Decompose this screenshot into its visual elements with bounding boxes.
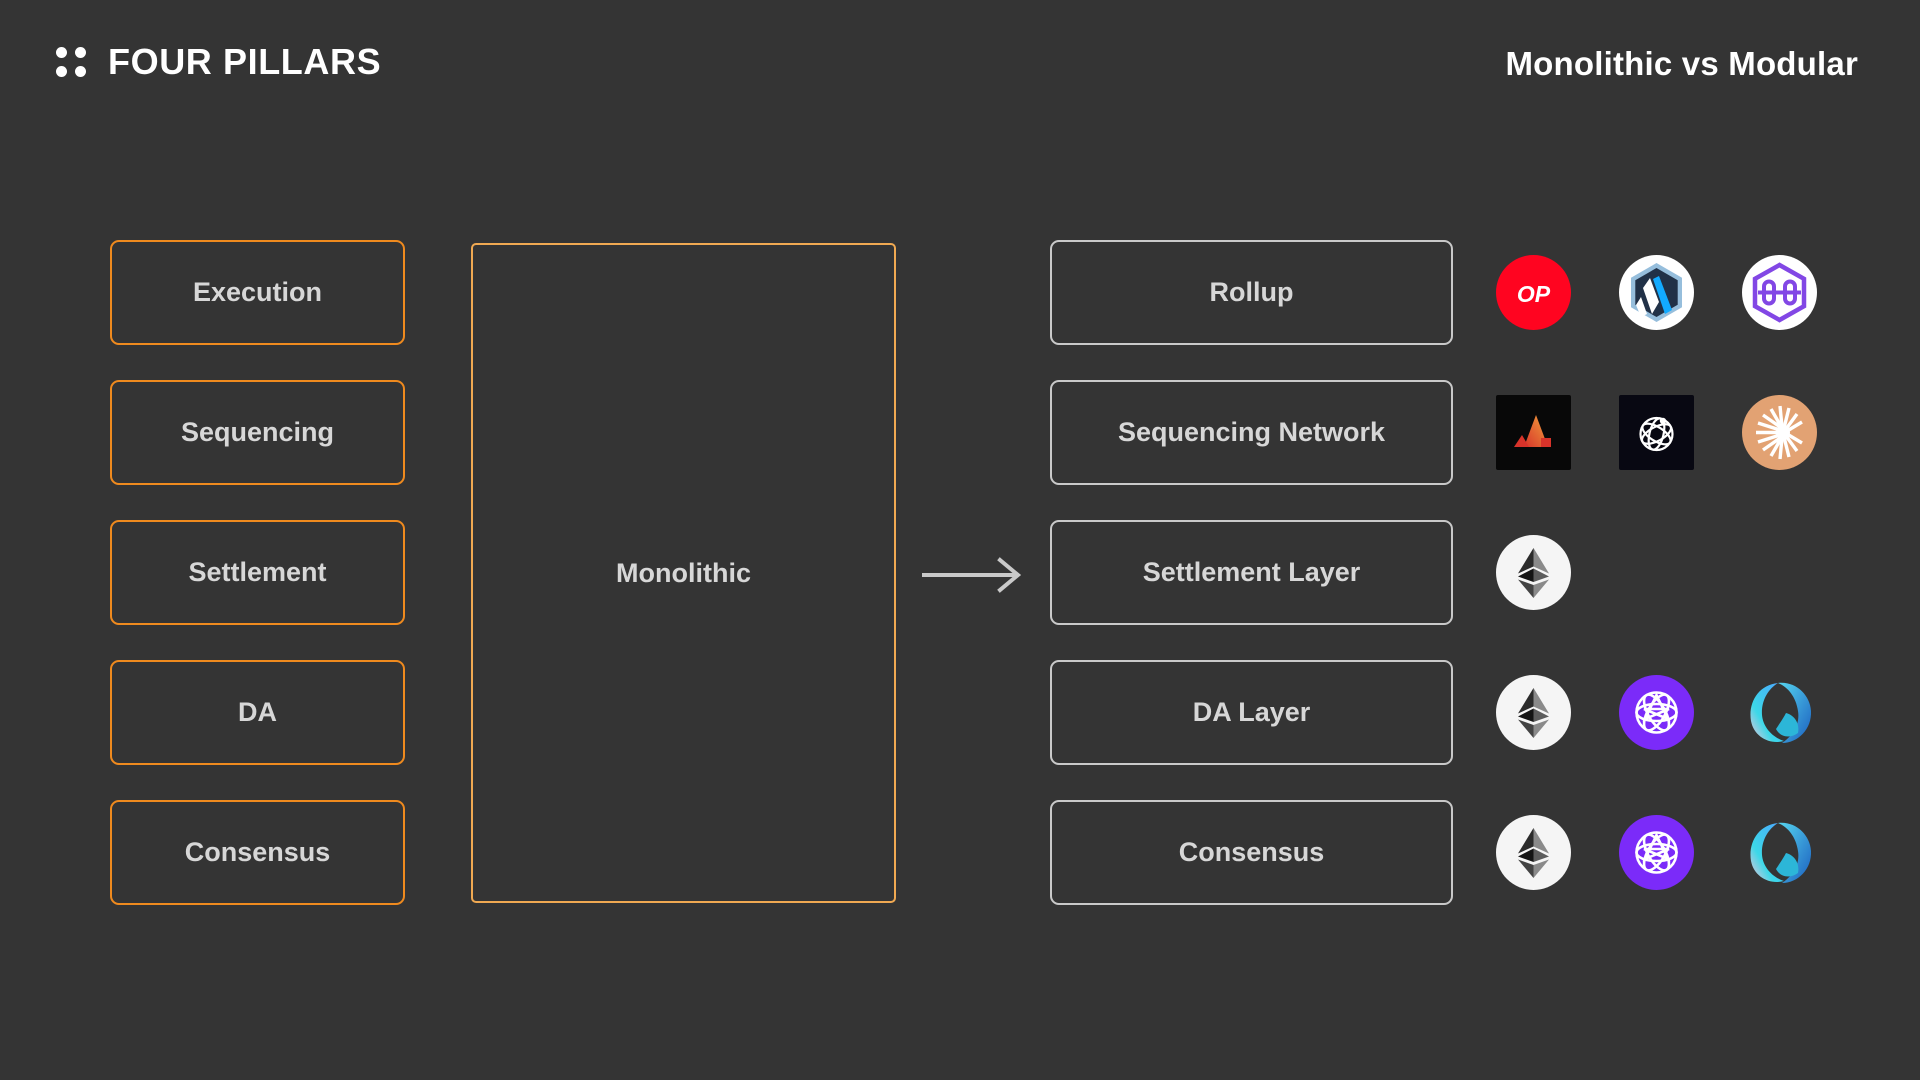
avail-logo[interactable] xyxy=(1742,815,1817,890)
layer-da[interactable]: DA Layer xyxy=(1050,660,1453,765)
celestia-logo[interactable] xyxy=(1619,675,1694,750)
arrow-right-icon xyxy=(920,555,1030,595)
monolithic-block[interactable]: Monolithic xyxy=(471,243,896,903)
espresso-logo[interactable] xyxy=(1619,395,1694,470)
layer-label: DA Layer xyxy=(1192,697,1311,727)
svg-text:OP: OP xyxy=(1517,281,1551,307)
layers-column: Rollup Sequencing Network Settlement Lay… xyxy=(1050,240,1453,905)
page-title: Monolithic vs Modular xyxy=(1505,45,1858,82)
layer-label: Sequencing Network xyxy=(1117,417,1386,447)
logo-row-rollup: OP xyxy=(1496,240,1826,345)
logo-row-sequencing xyxy=(1496,380,1826,485)
layer-label: Settlement Layer xyxy=(1142,557,1361,587)
ethereum-logo[interactable] xyxy=(1496,535,1571,610)
arbitrum-logo[interactable] xyxy=(1619,255,1694,330)
pillar-da[interactable]: DA xyxy=(110,660,405,765)
pillar-execution[interactable]: Execution xyxy=(110,240,405,345)
brand-name: FOUR PILLARS xyxy=(108,41,382,82)
layer-sequencing-network[interactable]: Sequencing Network xyxy=(1050,380,1453,485)
pillar-settlement[interactable]: Settlement xyxy=(110,520,405,625)
logo-row-consensus xyxy=(1496,800,1826,905)
brand-lockup: FOUR PILLARS xyxy=(56,44,381,80)
four-dots-icon xyxy=(56,47,86,77)
pillar-label: Sequencing xyxy=(180,417,335,447)
layer-settlement[interactable]: Settlement Layer xyxy=(1050,520,1453,625)
monolithic-label: Monolithic xyxy=(616,557,751,588)
pillar-label: Consensus xyxy=(184,837,331,867)
astria-logo[interactable] xyxy=(1496,395,1571,470)
page-header: FOUR PILLARS Monolithic vs Modular xyxy=(0,0,1920,150)
polygon-zkevm-logo[interactable] xyxy=(1742,255,1817,330)
pillar-label: Execution xyxy=(192,277,323,307)
ethereum-logo[interactable] xyxy=(1496,675,1571,750)
pillar-label: DA xyxy=(238,697,277,727)
layer-label: Consensus xyxy=(1178,837,1325,867)
pillar-label: Settlement xyxy=(188,557,327,587)
radius-logo[interactable] xyxy=(1742,395,1817,470)
ethereum-logo[interactable] xyxy=(1496,815,1571,890)
layer-rollup[interactable]: Rollup xyxy=(1050,240,1453,345)
avail-logo[interactable] xyxy=(1742,675,1817,750)
project-logos: OP xyxy=(1496,240,1826,905)
optimism-logo[interactable]: OP xyxy=(1496,255,1571,330)
pillar-consensus[interactable]: Consensus xyxy=(110,800,405,905)
pillar-sequencing[interactable]: Sequencing xyxy=(110,380,405,485)
layer-label: Rollup xyxy=(1209,277,1294,307)
pillars-column: Execution Sequencing Settlement DA Conse… xyxy=(110,240,405,905)
logo-row-da xyxy=(1496,660,1826,765)
layer-consensus[interactable]: Consensus xyxy=(1050,800,1453,905)
logo-row-settlement xyxy=(1496,520,1826,625)
celestia-logo[interactable] xyxy=(1619,815,1694,890)
